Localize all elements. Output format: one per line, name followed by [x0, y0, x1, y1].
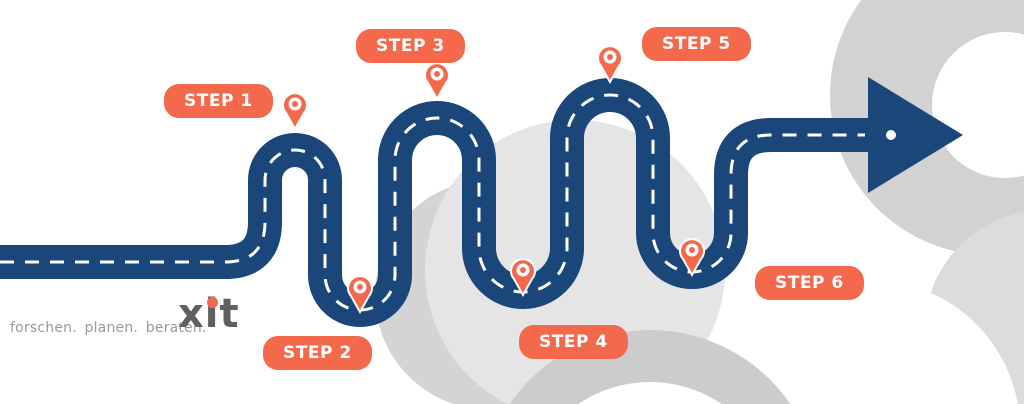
pin-step-2-icon	[347, 275, 373, 315]
decor-circle	[578, 382, 722, 404]
step-label-5: STEP 5	[642, 27, 751, 61]
pin-step-6-icon	[679, 238, 705, 278]
step-label-6: STEP 6	[755, 266, 864, 300]
step-label-4: STEP 4	[519, 325, 628, 359]
step-label-3: STEP 3	[356, 29, 465, 63]
decor-circle	[722, 280, 1018, 404]
logo-i-dot	[207, 297, 218, 308]
step-label-1: STEP 1	[164, 84, 273, 118]
logo-name: xit	[178, 294, 240, 334]
pin-step-3-icon	[424, 62, 450, 102]
road	[0, 77, 963, 327]
pin-step-1-icon	[282, 92, 308, 132]
step-label-2: STEP 2	[263, 336, 372, 370]
logo-tagline: forschen. planen. beraten.	[10, 320, 207, 336]
road-arrowhead	[868, 77, 963, 193]
pin-step-5-icon	[597, 45, 623, 85]
pin-step-4-icon	[510, 258, 536, 298]
pins	[282, 45, 705, 315]
decor-circle	[932, 32, 1024, 178]
road-end-dot	[886, 130, 896, 140]
road-dashed-line	[0, 93, 865, 312]
